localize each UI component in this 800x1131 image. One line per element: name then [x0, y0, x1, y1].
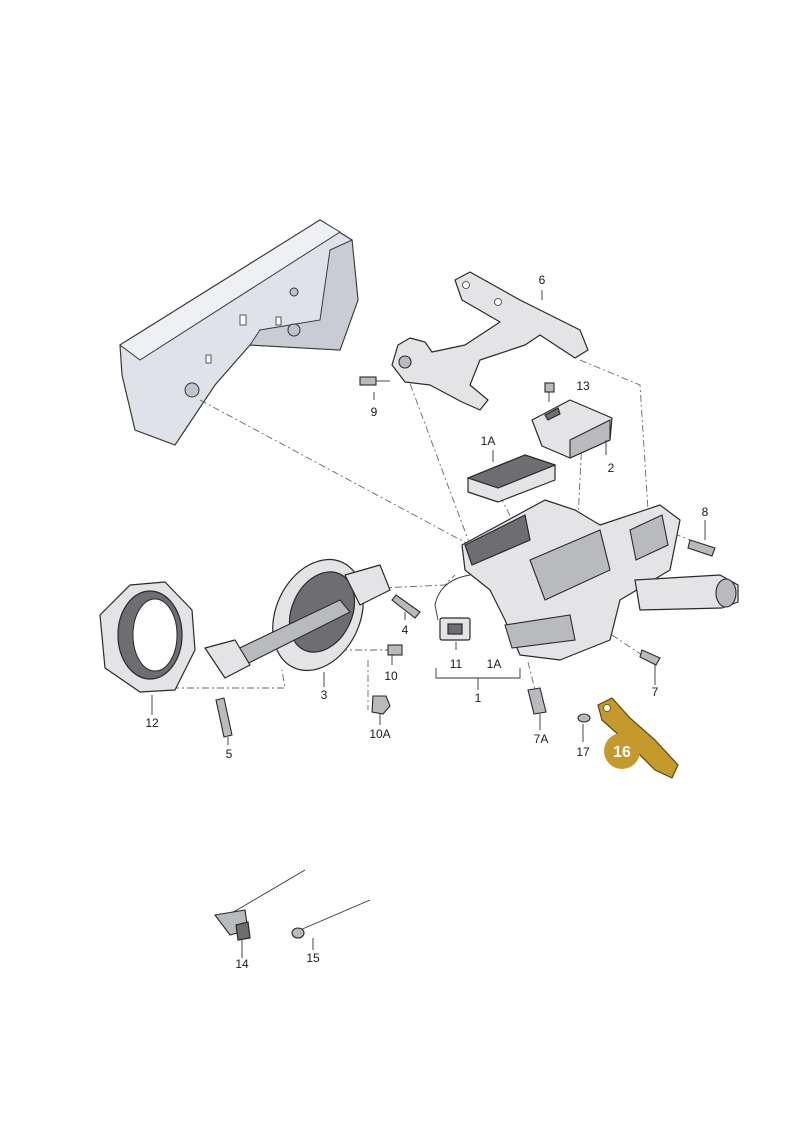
label-7: 7	[652, 685, 659, 699]
vehicle-body-panel	[119, 219, 359, 446]
mounting-bracket-part-6	[391, 271, 589, 411]
label-13: 13	[576, 379, 590, 393]
label-1a-top: 1A	[481, 434, 496, 448]
label-3: 3	[321, 688, 328, 702]
label-10: 10	[384, 669, 398, 683]
bolt-part-7a	[527, 687, 547, 715]
label-14: 14	[235, 957, 249, 971]
label-4: 4	[402, 623, 409, 637]
bolt-part-4	[391, 594, 421, 619]
label-9: 9	[371, 405, 378, 419]
label-10a: 10A	[369, 727, 390, 741]
trim-ring-part-12	[99, 581, 196, 693]
label-leader-lines	[151, 290, 706, 958]
screw-part-17	[577, 713, 591, 723]
bolt-part-9	[359, 376, 390, 386]
control-module-part-2	[531, 399, 613, 459]
lock-cover-part-1a	[466, 454, 557, 503]
label-1: 1	[475, 691, 482, 705]
steering-column-part-1	[434, 499, 739, 661]
label-12: 12	[145, 716, 159, 730]
steering-shaft-part-3	[204, 558, 391, 679]
label-11: 11	[450, 657, 463, 671]
label-16: 16	[613, 744, 631, 761]
label-15: 15	[306, 951, 320, 965]
label-8: 8	[702, 505, 709, 519]
label-6: 6	[539, 273, 546, 287]
bolt-part-5	[215, 697, 233, 738]
highlighted-bracket-part-16	[597, 697, 679, 779]
label-1a-bottom: 1A	[487, 657, 502, 671]
label-5: 5	[226, 747, 233, 761]
bolt-part-7	[639, 649, 661, 666]
cable-tie-part-14	[214, 869, 306, 941]
nut-part-10a	[371, 695, 391, 715]
bolt-part-10	[387, 644, 403, 656]
label-2: 2	[608, 461, 615, 475]
bolt-part-13	[544, 382, 555, 402]
connector-part-11	[439, 617, 471, 641]
part-labels: 6 13 9 1A 2 8 4 11 1A 10 7 3 1 12 10A 7A…	[145, 273, 708, 971]
cable-tie-part-15	[291, 899, 371, 939]
label-17: 17	[576, 745, 590, 759]
label-7a: 7A	[534, 732, 549, 746]
highlight-badge-16: 16	[604, 733, 640, 769]
bolt-part-8	[687, 539, 716, 557]
